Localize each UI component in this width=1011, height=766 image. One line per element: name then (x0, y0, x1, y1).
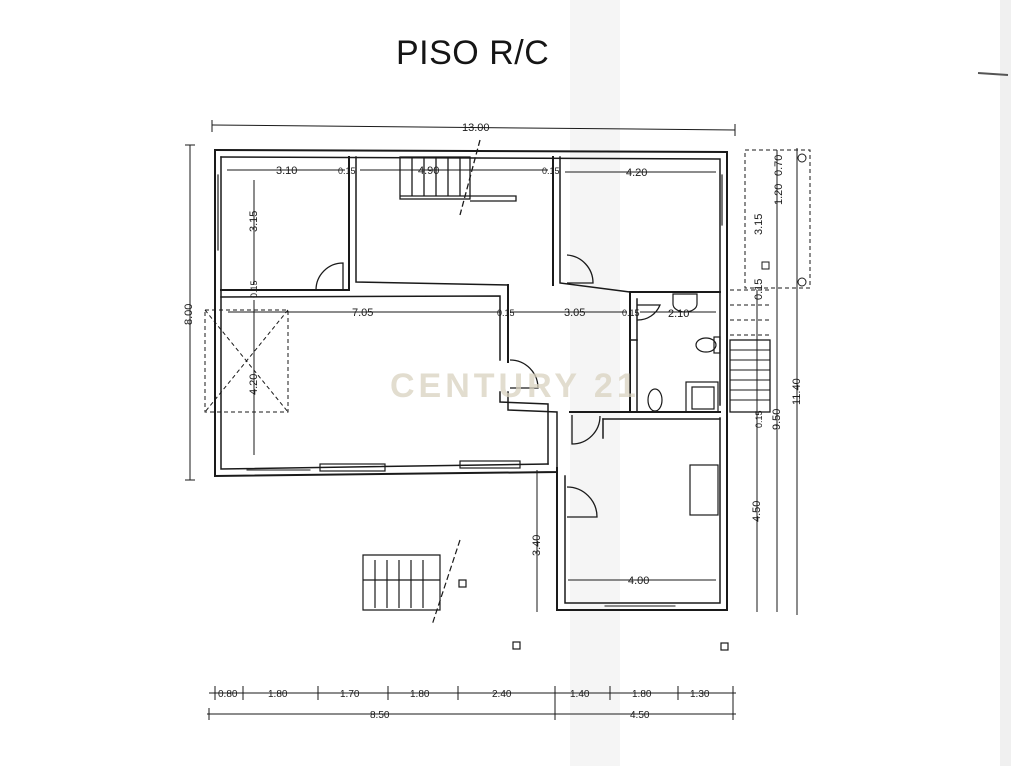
shower-icon (685, 381, 719, 413)
door-bath (636, 304, 661, 321)
edge-mark (977, 72, 1009, 76)
dim-kitchen-depth: 3.40 (531, 535, 543, 556)
bath-fixtures (647, 293, 721, 516)
dim-wall-e: 0.15 (249, 280, 259, 298)
partition-4-inner (559, 156, 631, 293)
dim-bottom-seg-3: 1.70 (340, 689, 360, 700)
bidet-icon (647, 388, 663, 412)
paper-fold (570, 0, 620, 766)
dimension-lines (185, 120, 798, 720)
dim-bath-width: 2.10 (668, 308, 689, 320)
watermark-text: CENTURY 21 (390, 367, 640, 405)
dim-overall-width: 13.00 (462, 122, 490, 134)
skylight (204, 309, 289, 413)
paper-edge (1000, 0, 1011, 766)
dimension-labels: 13.00 8.00 11.40 9.50 4.50 3.15 1.20 0.7… (183, 122, 803, 721)
stairs-bottom (362, 539, 729, 651)
door-living (509, 359, 539, 389)
window-3 (459, 460, 521, 469)
stairs-top (399, 139, 517, 216)
dim-wall-b: 0.15 (542, 166, 560, 176)
dim-room-1-width: 3.10 (276, 165, 297, 177)
dim-living-depth: 4.20 (248, 374, 260, 395)
door-room-3 (566, 254, 594, 284)
dim-room-1-depth: 3.15 (248, 211, 260, 232)
dim-kitchen-width: 4.00 (628, 575, 649, 587)
door-room-1 (315, 262, 344, 291)
dim-right-upper: 3.15 (753, 214, 765, 235)
partition-2-inner (220, 295, 501, 361)
dim-right-mid: 9.50 (771, 409, 783, 430)
stairs-right (729, 149, 811, 413)
dim-living-width: 7.05 (352, 307, 373, 319)
dim-right-total: 11.40 (791, 378, 803, 405)
dim-bottom-total-2: 4.50 (630, 710, 650, 721)
kitchen-counter (689, 464, 719, 516)
door-kitchen-top (571, 415, 601, 445)
dim-bottom-total-1: 8.50 (370, 710, 390, 721)
stairs-top-landing (400, 195, 517, 202)
outer-wall-top-right-inner (220, 156, 721, 406)
dim-room-3-width: 4.20 (626, 167, 647, 179)
dim-bottom-seg-2: 1.80 (268, 689, 288, 700)
dim-bottom-seg-4: 1.80 (410, 689, 430, 700)
floor-title: PISO R/C (396, 34, 550, 72)
dim-bottom-seg-5: 2.40 (492, 689, 512, 700)
dim-right-lower: 4.50 (751, 501, 763, 522)
partition-5-inner (499, 391, 549, 465)
window-2 (319, 463, 386, 472)
outer-wall-left-bottom-inner (220, 156, 549, 470)
dim-wall-d: 0.15 (622, 308, 640, 318)
dim-wall-c: 0.15 (497, 308, 515, 318)
dim-bottom-seg-8: 1.30 (690, 689, 710, 700)
kitchen-outer-wall-inner (564, 417, 721, 604)
dim-bottom-seg-6: 1.40 (570, 689, 590, 700)
partition-5 (507, 391, 558, 469)
door-kitchen-side (566, 486, 598, 518)
dim-bottom-seg-7: 1.80 (632, 689, 652, 700)
dim-wall-a: 0.15 (338, 166, 356, 176)
toilet-icon (695, 337, 717, 353)
outer-wall-top-right (213, 148, 728, 409)
dim-wall-f: 0.15 (754, 410, 764, 428)
dim-right-small: 0.15 (753, 279, 765, 300)
stairs-top-cutline (459, 139, 481, 216)
dim-room-2-width: 4.90 (418, 165, 439, 177)
partition-1-inner (355, 156, 509, 286)
dim-right-top: 1.20 (773, 184, 785, 205)
dim-overall-depth: 8.00 (183, 304, 195, 325)
dim-bottom-seg-1: 0.80 (218, 689, 238, 700)
dim-hall-width: 3.05 (564, 307, 585, 319)
dim-right-top2: 0.70 (773, 155, 785, 176)
doors (315, 254, 661, 518)
kitchen-outer-wall (556, 407, 728, 611)
